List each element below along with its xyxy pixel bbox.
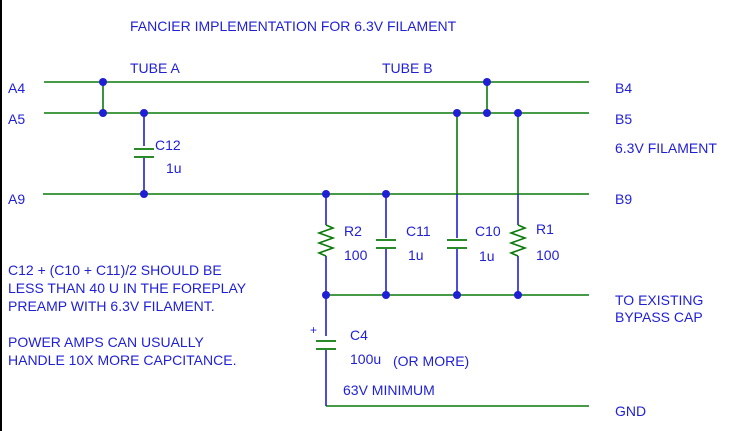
junction-b5-jumper bbox=[483, 109, 491, 117]
junction-a4 bbox=[99, 78, 107, 86]
r2-ref: R2 bbox=[344, 223, 362, 239]
note-line-4: POWER AMPS CAN USUALLY bbox=[8, 334, 204, 350]
capacitor-c10 bbox=[447, 113, 467, 295]
tube-a-label: TUBE A bbox=[130, 60, 180, 76]
gnd-label: GND bbox=[615, 403, 646, 419]
pin-label-b9: B9 bbox=[615, 191, 632, 207]
junction-dots bbox=[99, 78, 522, 299]
c4-value: 100u bbox=[350, 351, 381, 367]
capacitor-c4 bbox=[316, 295, 336, 406]
c11-value: 1u bbox=[408, 247, 424, 263]
r2-value: 100 bbox=[344, 247, 368, 263]
r1-ref: R1 bbox=[536, 221, 554, 237]
junction-a9-c11 bbox=[382, 190, 390, 198]
r1-value: 100 bbox=[536, 247, 560, 263]
pin-label-a9: A9 bbox=[8, 191, 25, 207]
c11-ref: C11 bbox=[406, 223, 431, 239]
junction-a5-jumper bbox=[99, 109, 107, 117]
resistor-r1 bbox=[508, 113, 528, 295]
pin-label-b4: B4 bbox=[615, 80, 632, 96]
junction-a9-c12 bbox=[140, 190, 148, 198]
junction-a5-c12 bbox=[140, 109, 148, 117]
junction-bypass-c10 bbox=[453, 291, 461, 299]
bypass-label-line1: TO EXISTING bbox=[615, 292, 703, 308]
pin-label-a5: A5 bbox=[8, 111, 25, 127]
note-line-3: PREAMP WITH 6.3V FILAMENT. bbox=[8, 298, 215, 314]
c4-ref: C4 bbox=[350, 327, 368, 343]
junction-b5-c10 bbox=[453, 109, 461, 117]
junction-bypass-r2 bbox=[322, 291, 330, 299]
c4-polarity-mark: + bbox=[310, 323, 317, 337]
pin-label-b5: B5 bbox=[615, 111, 632, 127]
capacitor-c12 bbox=[134, 113, 154, 194]
filament-label: 6.3V FILAMENT bbox=[615, 140, 717, 156]
junction-b4 bbox=[483, 78, 491, 86]
c12-value: 1u bbox=[166, 160, 182, 176]
resistor-r2 bbox=[316, 194, 336, 295]
junction-bypass-c11 bbox=[382, 291, 390, 299]
c10-value: 1u bbox=[479, 248, 495, 264]
diagram-title: FANCIER IMPLEMENTATION FOR 6.3V FILAMENT bbox=[130, 18, 457, 34]
junction-a9-r2 bbox=[322, 190, 330, 198]
capacitor-c11 bbox=[376, 194, 396, 295]
junction-b5-r1 bbox=[514, 109, 522, 117]
note-line-2: LESS THAN 40 U IN THE FOREPLAY bbox=[8, 280, 247, 296]
note-line-1: C12 + (C10 + C11)/2 SHOULD BE bbox=[8, 262, 222, 278]
c10-ref: C10 bbox=[475, 223, 501, 239]
note-line-5: HANDLE 10X MORE CAPCITANCE. bbox=[8, 352, 236, 368]
tube-b-label: TUBE B bbox=[382, 60, 433, 76]
pin-label-a4: A4 bbox=[8, 80, 25, 96]
c12-ref: C12 bbox=[155, 137, 181, 153]
bypass-label-line2: BYPASS CAP bbox=[615, 309, 703, 325]
junction-bypass-r1 bbox=[514, 291, 522, 299]
c4-note: (OR MORE) bbox=[393, 353, 469, 369]
window-edge bbox=[0, 0, 2, 431]
c4-rating: 63V MINIMUM bbox=[343, 382, 435, 398]
